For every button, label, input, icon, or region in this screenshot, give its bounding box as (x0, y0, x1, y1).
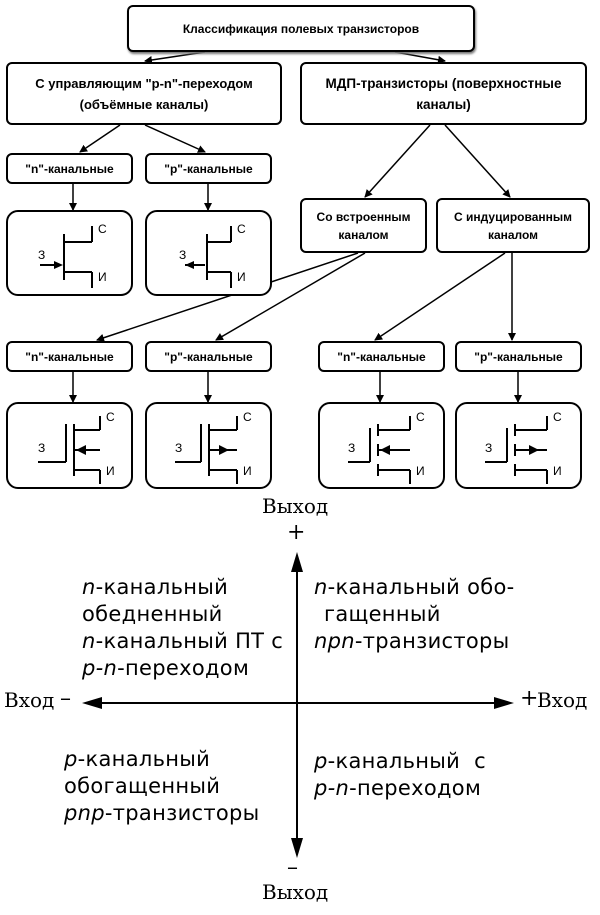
built-in-line1: Со встроенным (316, 209, 411, 224)
pn-junction-line1: С управляющим "р-n"-переходом (35, 75, 253, 91)
drain-pin-label: С (106, 410, 115, 424)
drain-pin-label: С (243, 410, 252, 424)
built-in-n-channel-symbol: С З И (6, 402, 133, 489)
input-plus-sign: + (520, 686, 539, 711)
gate-pin-label: З (348, 441, 356, 455)
built-in-p-channel-box: "р"-канальные (145, 341, 272, 372)
q1-line: n-канальный обо- (314, 575, 515, 599)
gate-pin-label: З (38, 248, 46, 262)
q3-line: обогащенный (64, 774, 221, 798)
mosfet-line1: МДП-транзисторы (поверхностные (325, 75, 562, 91)
q2-line: p-n-переходом (82, 656, 250, 680)
built-in-p-channel-symbol: С З И (145, 402, 272, 489)
induced-p-channel-box: "р"-канальные (455, 341, 582, 372)
built-in-line2: каналом (338, 227, 389, 242)
gate-pin-label: З (485, 441, 493, 455)
jfet-n-channel-box: "n"-канальные (6, 153, 133, 184)
built-in-n-channel-box: "n"-канальные (6, 341, 133, 372)
q2-line: n-канальный ПТ с (82, 629, 284, 653)
classification-title-box: Классификация полевых транзисторов (127, 5, 475, 52)
built-in-p-channel-label: "р"-канальные (164, 349, 253, 364)
classification-title: Классификация полевых транзисторов (182, 21, 420, 36)
q1-line: гащенный (324, 602, 441, 626)
q4-line: p-n-переходом (314, 776, 482, 800)
gate-pin-label: З (38, 441, 46, 455)
quadrant-3-text: p-канальный обогащенный pnp-транзисторы (64, 746, 260, 827)
built-in-channel-box: Со встроенным каналом (300, 198, 427, 253)
jfet-p-channel-symbol: С З И (145, 210, 272, 296)
mosfet-category-box: МДП-транзисторы (поверхностные каналы) (300, 62, 587, 125)
built-in-n-symbol-drawing (38, 416, 101, 484)
induced-line2: каналом (487, 227, 539, 242)
q2-line: обедненный (82, 602, 223, 626)
induced-p-symbol-drawing (485, 416, 548, 484)
induced-channel-box: С индуцированным каналом (436, 198, 590, 253)
drain-pin-label: С (416, 410, 425, 424)
gate-pin-label: З (175, 441, 183, 455)
drain-pin-label: С (553, 410, 562, 424)
pn-junction-category-box: С управляющим "р-n"-переходом (объёмные … (6, 62, 282, 125)
induced-n-channel-symbol: С З И (318, 402, 445, 489)
jfet-p-channel-box: "р"-канальные (145, 153, 272, 184)
input-left-label: Вход (4, 688, 55, 712)
source-pin-label: И (553, 464, 562, 478)
induced-n-channel-box: "n"-канальные (318, 341, 445, 372)
drain-pin-label: С (237, 222, 246, 236)
q1-line: npn-транзисторы (314, 629, 510, 653)
induced-p-channel-symbol: С З И (455, 402, 582, 489)
output-top-label: Выход (262, 494, 329, 518)
tree-connectors (69, 51, 522, 403)
pn-junction-line2: (объёмные каналы) (79, 96, 209, 112)
mosfet-line2: каналы) (416, 96, 471, 112)
output-minus-sign: – (287, 855, 298, 880)
quadrant-1-text: n-канальный обо- гащенный npn-транзистор… (314, 574, 515, 655)
source-pin-label: И (106, 464, 115, 478)
output-plus-sign: + (287, 520, 306, 545)
quadrant-4-text: p-канальный с p-n-переходом (314, 748, 486, 802)
source-pin-label: И (243, 464, 252, 478)
q2-line: n-канальный (82, 575, 229, 599)
source-pin-label: И (237, 270, 246, 284)
induced-line1: С индуцированным (454, 209, 572, 224)
jfet-n-symbol-drawing (40, 226, 93, 288)
built-in-p-symbol-drawing (175, 416, 238, 484)
quadrant-axes (82, 552, 514, 858)
q3-line: pnp-транзисторы (64, 801, 260, 825)
output-bottom-label: Выход (262, 880, 329, 904)
induced-n-symbol-drawing (348, 416, 411, 484)
q4-line: p-канальный с (314, 749, 486, 773)
input-right-label: Вход (537, 688, 588, 712)
jfet-p-symbol-drawing (185, 226, 232, 288)
source-pin-label: И (416, 464, 425, 478)
jfet-n-channel-label: "n"-канальные (25, 161, 114, 176)
quadrant-2-text: n-канальный обедненный n-канальный ПТ с … (82, 574, 283, 682)
induced-n-channel-label: "n"-канальные (337, 349, 426, 364)
source-pin-label: И (98, 270, 107, 284)
gate-pin-label: З (179, 248, 187, 262)
jfet-n-channel-symbol: С З И (6, 210, 133, 296)
induced-p-channel-label: "р"-канальные (474, 349, 563, 364)
q3-line: p-канальный (64, 747, 211, 771)
jfet-p-channel-label: "р"-канальные (164, 161, 253, 176)
input-minus-sign: – (60, 686, 71, 711)
drain-pin-label: С (98, 222, 107, 236)
built-in-n-channel-label: "n"-канальные (25, 349, 114, 364)
